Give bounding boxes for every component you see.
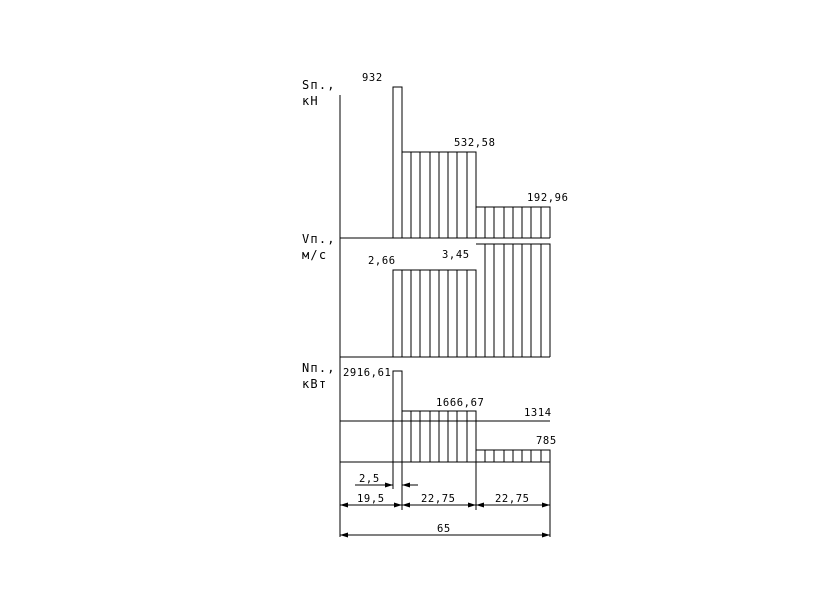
dim-22-75-b-label: 22,75	[495, 493, 530, 505]
n-bar-3	[476, 449, 551, 462]
s-bar-2-hatching	[410, 152, 468, 238]
v-block: Vп., м/с 2,66 3,45	[302, 232, 551, 358]
n-bar-2	[402, 410, 477, 462]
n-value-4: 785	[536, 435, 557, 447]
v-value-2: 3,45	[442, 249, 470, 261]
s-value-3: 192,96	[527, 192, 569, 204]
dim-65-label: 65	[437, 523, 451, 535]
n-bar-3-hatching	[484, 450, 542, 462]
s-axis-unit: кН	[302, 94, 319, 108]
v-bar-2-hatching	[484, 244, 542, 357]
s-bar-1	[392, 86, 403, 238]
n-bar-2-hatching	[410, 411, 468, 462]
s-block: Sп., кН 932 532,58 192,96	[302, 72, 569, 239]
n-block: Nп., кВт 2916,61 1666,67 1314 785	[302, 357, 557, 537]
v-bar-2	[476, 243, 551, 357]
dim-65: 65	[340, 523, 550, 538]
n-value-3: 1314	[524, 407, 552, 419]
dim-2-5: 2,5	[355, 473, 418, 488]
n-bar-1	[392, 370, 403, 462]
dim-19-5: 19,5	[340, 493, 402, 508]
n-axis-label: Nп.,	[302, 361, 336, 375]
v-value-1: 2,66	[368, 255, 396, 267]
dimensions: 2,5 19,5 22,75 22,75 65	[340, 462, 551, 538]
s-bar-3-hatching	[484, 207, 542, 238]
n-value-2: 1666,67	[436, 397, 484, 409]
s-value-1: 932	[362, 72, 383, 84]
dim-2-5-label: 2,5	[359, 473, 380, 485]
dim-22-75-a: 22,75	[402, 493, 476, 508]
s-bar-3	[476, 206, 551, 238]
s-value-2: 532,58	[454, 137, 496, 149]
dim-19-5-label: 19,5	[357, 493, 385, 505]
s-axis-label: Sп.,	[302, 78, 336, 92]
dim-22-75-b: 22,75	[476, 493, 550, 508]
v-bar-1-hatching	[401, 270, 468, 357]
n-value-1: 2916,61	[343, 367, 391, 379]
s-bar-2	[402, 151, 477, 238]
dim-22-75-a-label: 22,75	[421, 493, 456, 505]
v-axis-label: Vп.,	[302, 232, 336, 246]
v-bar-1	[392, 269, 477, 357]
v-axis-unit: м/с	[302, 248, 327, 262]
n-axis-unit: кВт	[302, 377, 327, 391]
